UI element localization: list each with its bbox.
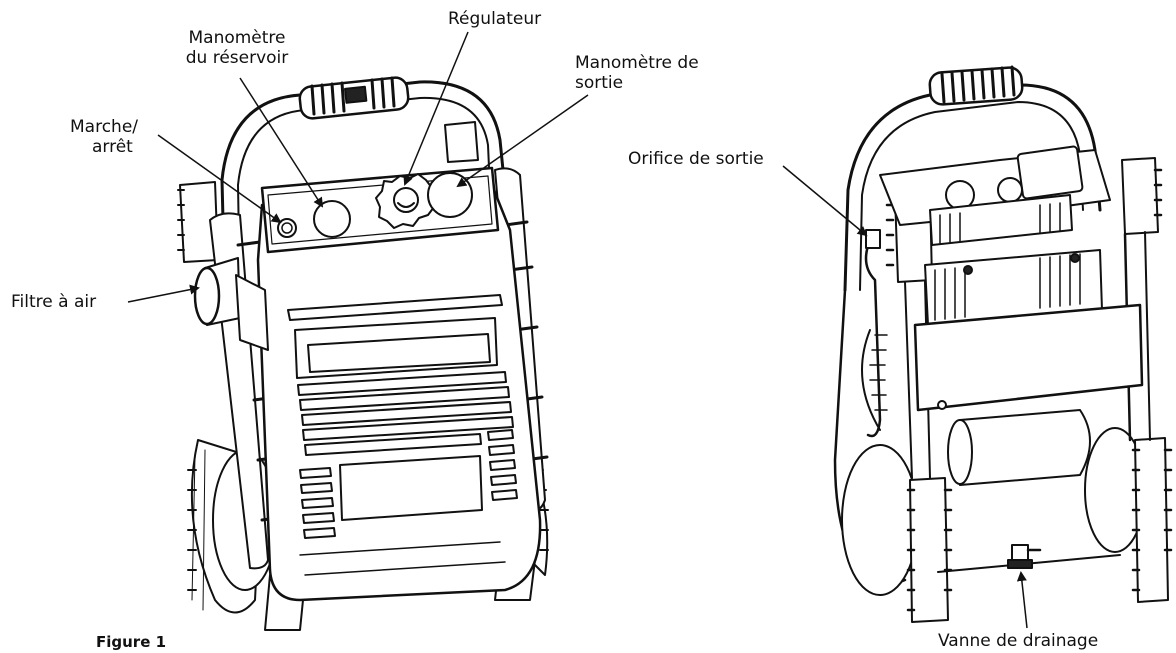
label-on-off-line1: Marche/ xyxy=(70,117,139,137)
leader-drain-valve xyxy=(1016,571,1028,629)
drain-valve xyxy=(1007,544,1042,569)
label-on-off: Marche/ arrêt xyxy=(70,117,138,157)
label-drain-valve: Vanne de drainage xyxy=(938,631,1099,651)
leader-regulator xyxy=(403,31,469,186)
rear-left-tread xyxy=(909,477,949,623)
label-regulator: Régulateur xyxy=(448,9,542,29)
outlet-port xyxy=(865,229,881,249)
tank-gauge xyxy=(313,200,351,238)
leader-on-off xyxy=(157,134,282,224)
leader-air-filter xyxy=(127,284,200,303)
label-outlet-gauge-line1: Manomètre de xyxy=(575,53,699,73)
handle-grip xyxy=(298,76,410,120)
label-on-off-line2: arrêt xyxy=(92,137,133,157)
leader-outlet-port xyxy=(782,165,868,237)
air-tank xyxy=(937,409,1121,573)
label-outlet-gauge: Manomètre de sortie xyxy=(575,53,699,93)
rear-handle-grip xyxy=(928,65,1024,106)
pump-head xyxy=(879,145,1111,246)
leader-tank-gauge xyxy=(239,77,324,208)
regulator-knob xyxy=(375,173,435,229)
label-outlet-port: Orifice de sortie xyxy=(628,149,764,169)
label-tank-gauge: Manomètre du réservoir xyxy=(172,28,302,68)
rear-right-tread xyxy=(1134,437,1169,603)
rear-cover-plate xyxy=(913,303,1144,412)
label-tank-gauge-line2: du réservoir xyxy=(185,48,289,68)
label-outlet-gauge-line2: sortie xyxy=(575,73,624,93)
label-air-filter: Filtre à air xyxy=(11,292,97,312)
figure-caption: Figure 1 xyxy=(96,633,167,651)
label-tank-gauge-line1: Manomètre xyxy=(188,28,286,48)
air-filter xyxy=(193,257,269,351)
leader-outlet-gauge xyxy=(456,94,589,188)
